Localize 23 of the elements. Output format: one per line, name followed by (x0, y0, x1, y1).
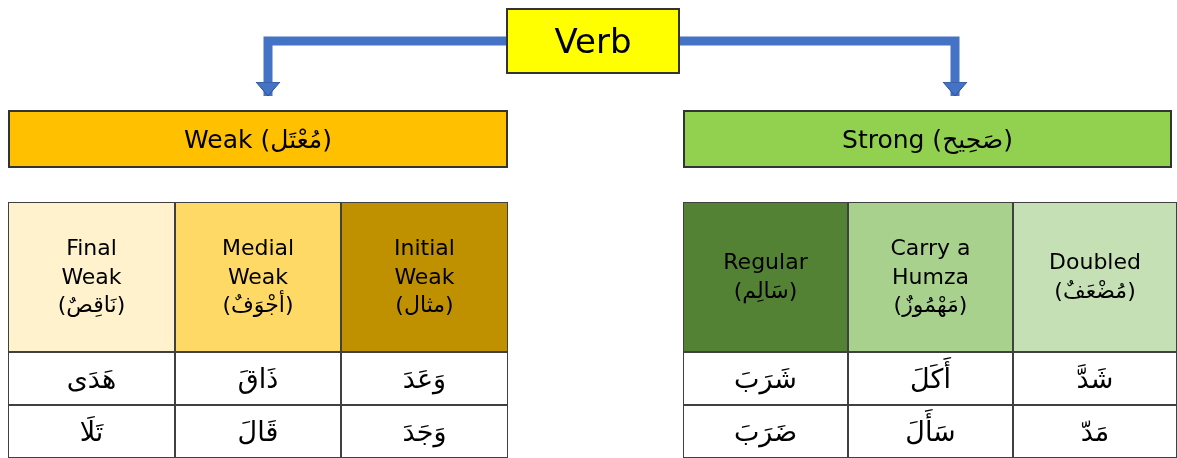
table-cell: أَكَلَ (848, 352, 1013, 405)
table-cell: هَدَى (8, 352, 175, 405)
category-bar: Strong (صَحِيح) (683, 110, 1172, 168)
table-cell: شَرَبَ (683, 352, 848, 405)
table-cell: سَأَلَ (848, 405, 1013, 458)
table-cell: وَجَدَ (341, 405, 508, 458)
table-cell: تَلَا (8, 405, 175, 458)
block-arrow (680, 36, 968, 97)
table-cell: شَدَّ (1013, 352, 1177, 405)
table-cell: Carry a Humza (مَهْمُوزٌ) (848, 202, 1013, 352)
table-cell: Regular (سَالِم) (683, 202, 848, 352)
table-cell: Final Weak (نَاقِصٌ) (8, 202, 175, 352)
table-cell: ضَرَبَ (683, 405, 848, 458)
category-bar: Weak (مُعْتَل) (8, 110, 508, 168)
table-cell: قَالَ (175, 405, 341, 458)
table-cell: ذَاقَ (175, 352, 341, 405)
title-box: Verb (506, 8, 680, 74)
table-cell: وَعَدَ (341, 352, 508, 405)
table-cell: Medial Weak (أجْوَفٌ) (175, 202, 341, 352)
table-cell: Doubled (مُضْعَفٌ) (1013, 202, 1177, 352)
table-cell: Initial Weak (مثال) (341, 202, 508, 352)
table-cell: مَدّ (1013, 405, 1177, 458)
block-arrow (255, 36, 506, 97)
